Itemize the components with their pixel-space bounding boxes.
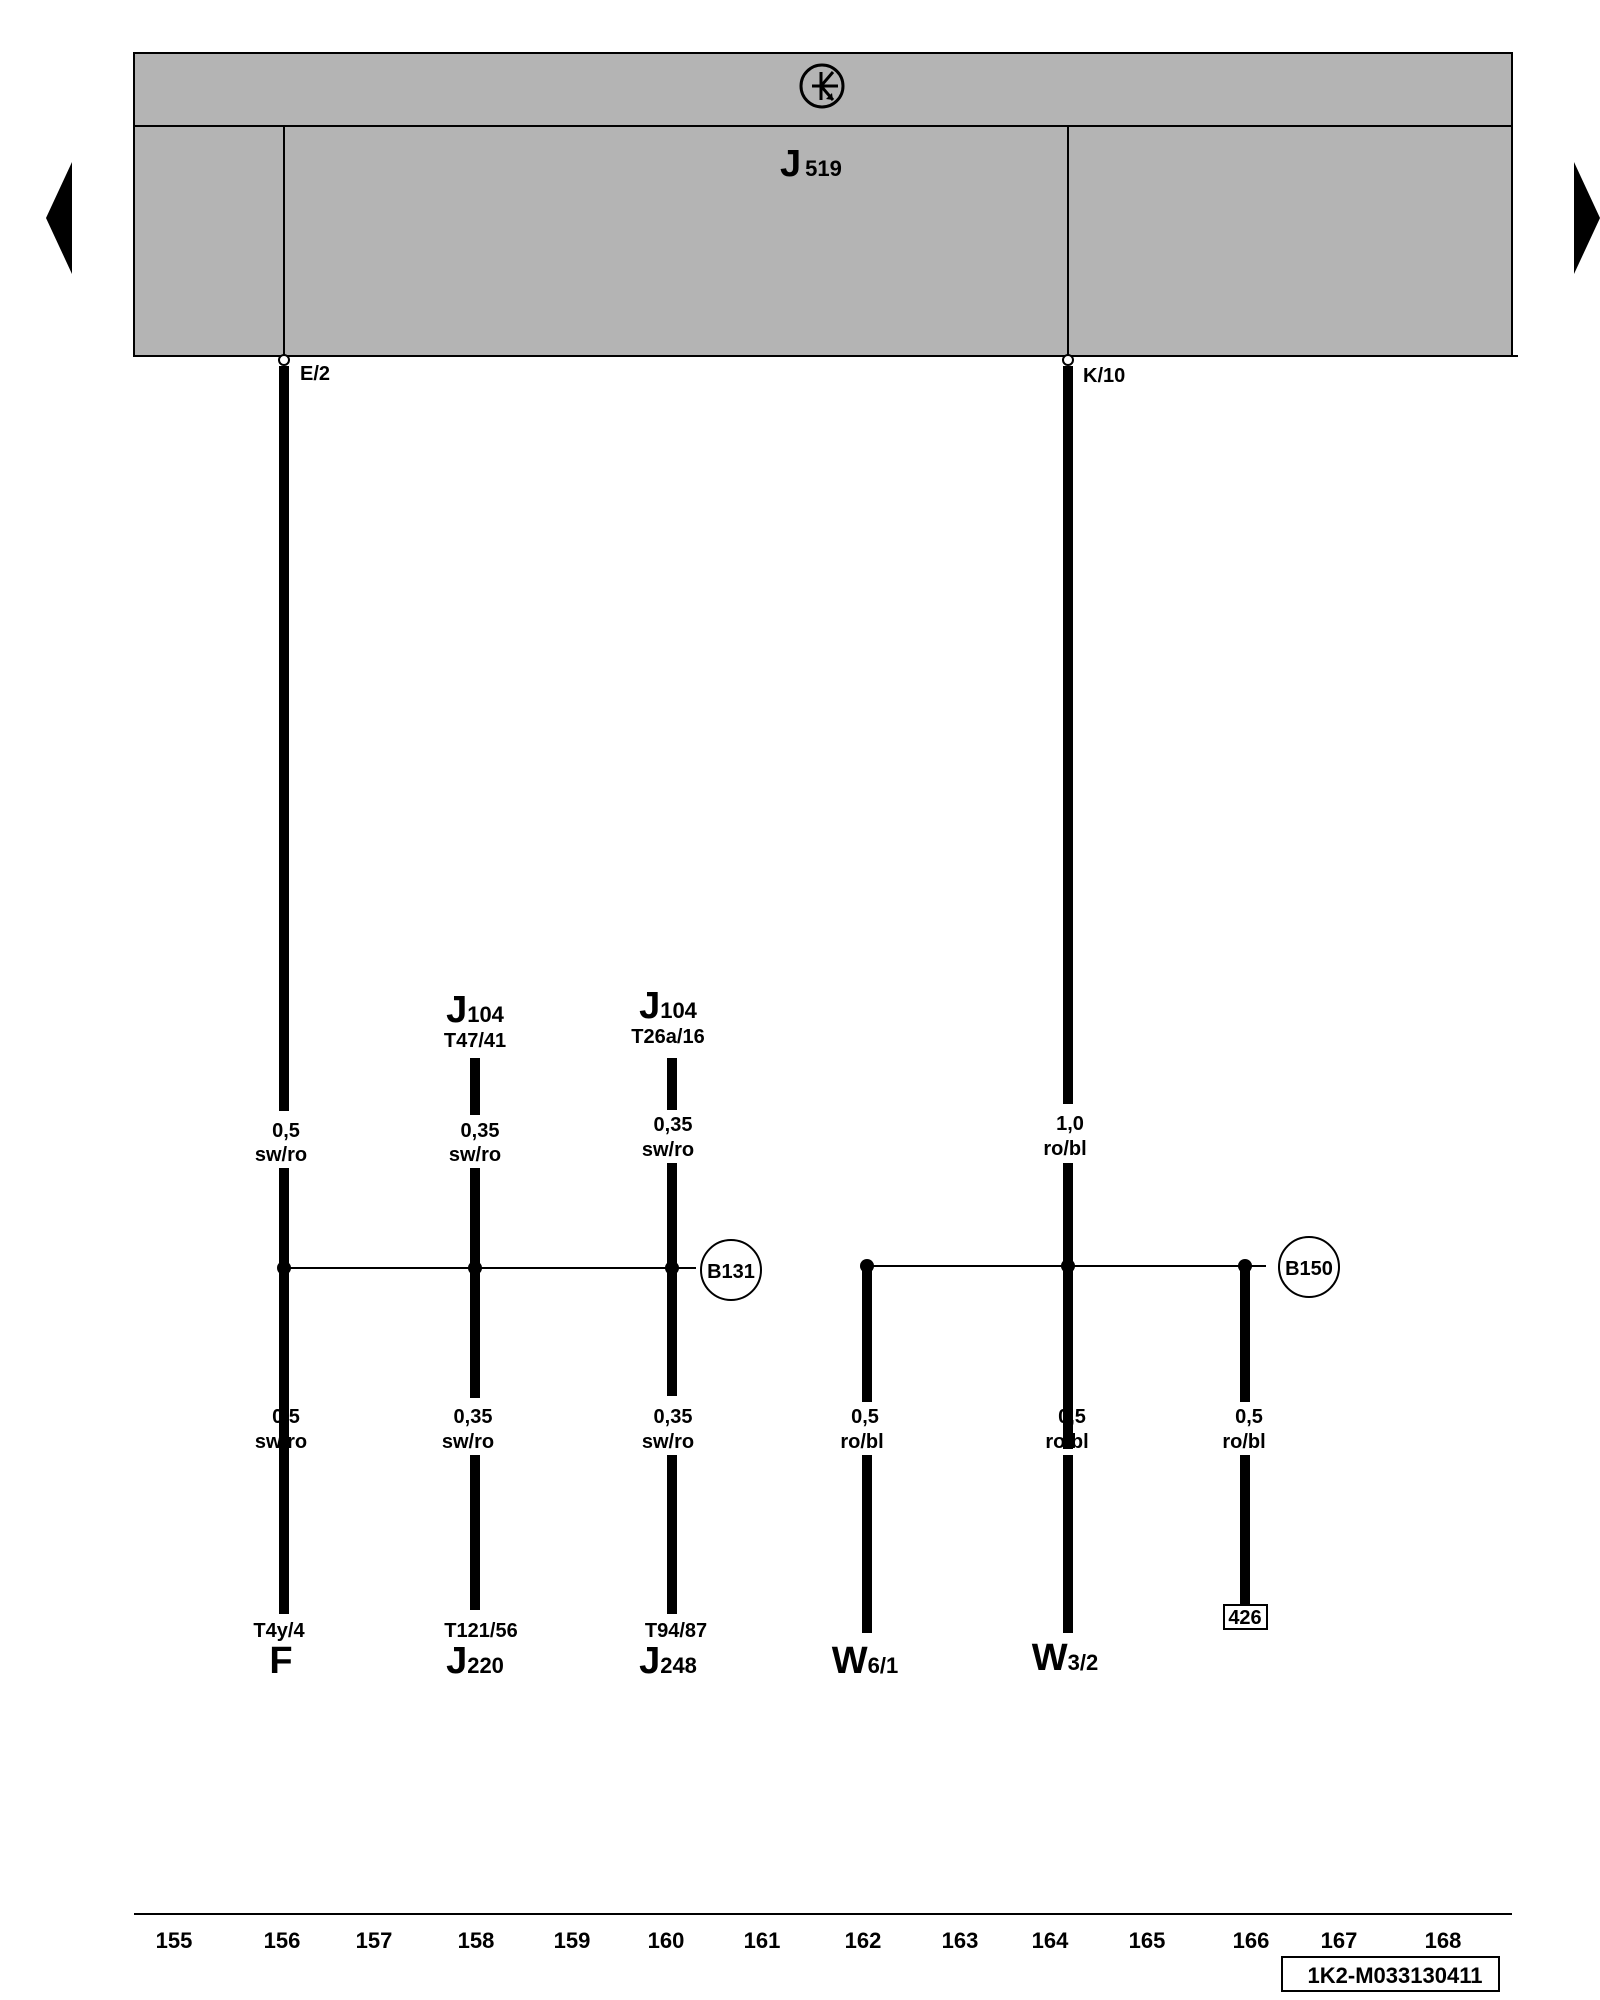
module-letter: J bbox=[780, 143, 801, 185]
ruler-column-number: 160 bbox=[648, 1928, 685, 1953]
wire-color-label: sw/ro bbox=[442, 1431, 494, 1453]
wire-size-label: 0,35 bbox=[654, 1406, 693, 1428]
prev-page-arrow-icon[interactable] bbox=[46, 162, 72, 274]
junction-dot bbox=[860, 1259, 874, 1273]
wire-size-label: 0,5 bbox=[272, 1120, 300, 1142]
component-j248-label: J248 bbox=[639, 1640, 697, 1682]
splice-b150-label: B150 bbox=[1285, 1258, 1333, 1280]
connector-label: T94/87 bbox=[645, 1620, 707, 1642]
wire-size-label: 0,5 bbox=[1058, 1406, 1086, 1428]
ruler-column-number: 166 bbox=[1233, 1928, 1270, 1953]
ruler-column-number: 161 bbox=[744, 1928, 781, 1953]
wire-size-label: 0,35 bbox=[654, 1114, 693, 1136]
ruler-column-number: 156 bbox=[264, 1928, 301, 1953]
wire-size-label: 0,35 bbox=[454, 1406, 493, 1428]
pin-e2-label: E/2 bbox=[300, 363, 330, 385]
connector-label: T26a/16 bbox=[631, 1026, 704, 1048]
ruler-column-number: 165 bbox=[1129, 1928, 1166, 1953]
wire-color-label: ro/bl bbox=[1222, 1431, 1265, 1453]
component-j104-label: J104 bbox=[639, 985, 698, 1027]
document-code-label: 1K2-M033130411 bbox=[1308, 1963, 1483, 1988]
next-page-arrow-icon[interactable] bbox=[1574, 162, 1600, 274]
wire-w3-2-bottom[interactable] bbox=[1063, 1455, 1073, 1633]
component-f-label: F bbox=[269, 1640, 292, 1682]
component-j104-label: J104 bbox=[446, 989, 505, 1031]
document-code-box: 1K2-M033130411 bbox=[1281, 1956, 1500, 1992]
junction-dot bbox=[1238, 1259, 1252, 1273]
component-w6-label: W6/1 bbox=[832, 1640, 898, 1682]
reference-426-box[interactable]: 426 bbox=[1223, 1604, 1268, 1630]
junction-dot bbox=[665, 1261, 679, 1275]
wire-e2-trunk[interactable] bbox=[279, 366, 289, 1454]
wire-color-label: ro/bl bbox=[1045, 1431, 1088, 1453]
ruler-column-number: 168 bbox=[1425, 1928, 1462, 1953]
wire-size-label: 0,5 bbox=[851, 1406, 879, 1428]
wire-color-label: ro/bl bbox=[840, 1431, 883, 1453]
wire-ref-426[interactable] bbox=[1240, 1268, 1250, 1607]
splice-b131-label: B131 bbox=[707, 1261, 755, 1283]
wire-f-bottom[interactable] bbox=[279, 1454, 289, 1614]
ruler-column-number: 164 bbox=[1032, 1928, 1069, 1953]
wire-j248-bottom[interactable] bbox=[667, 1455, 677, 1614]
junction-dot bbox=[468, 1261, 482, 1275]
wire-color-label: sw/ro bbox=[255, 1431, 307, 1453]
reference-426-label: 426 bbox=[1228, 1607, 1261, 1629]
junction-dot bbox=[1061, 1259, 1075, 1273]
wire-size-label: 0,5 bbox=[1235, 1406, 1263, 1428]
pin-k10-terminal-icon bbox=[1062, 354, 1074, 366]
ruler-column-number: 158 bbox=[458, 1928, 495, 1953]
ruler-column-number: 159 bbox=[554, 1928, 591, 1953]
pin-k10-label: K/10 bbox=[1083, 365, 1125, 387]
module-body bbox=[133, 125, 1513, 357]
wire-j220-bottom[interactable] bbox=[470, 1455, 480, 1610]
ruler-column-number: 163 bbox=[942, 1928, 979, 1953]
wire-color-label: sw/ro bbox=[642, 1431, 694, 1453]
ruler-column-number: 167 bbox=[1321, 1928, 1358, 1953]
connector-label: T4y/4 bbox=[253, 1620, 305, 1642]
wire-j104-t47-41[interactable] bbox=[470, 1058, 480, 1398]
wire-size-label: 0,5 bbox=[272, 1406, 300, 1428]
splice-b150[interactable]: B150 bbox=[1278, 1236, 1340, 1298]
wire-j104-t26a-16[interactable] bbox=[667, 1058, 677, 1396]
ruler-column-numbers: 155 156 157 158 159 160 161 162 163 164 165 166 167 1… bbox=[156, 1928, 1462, 1953]
component-w3-label: W3/2 bbox=[1032, 1637, 1098, 1679]
wire-size-label: 0,35 bbox=[461, 1120, 500, 1142]
wire-size-label: 1,0 bbox=[1056, 1113, 1084, 1135]
wire-w6-1[interactable] bbox=[862, 1268, 872, 1633]
wire-color-label: sw/ro bbox=[255, 1144, 307, 1166]
wire-color-label: ro/bl bbox=[1043, 1138, 1086, 1160]
junction-dot bbox=[277, 1261, 291, 1275]
connector-label: T47/41 bbox=[444, 1030, 506, 1052]
connector-label: T121/56 bbox=[444, 1620, 517, 1642]
pin-e2-terminal-icon bbox=[278, 354, 290, 366]
splice-b131[interactable]: B131 bbox=[700, 1239, 762, 1301]
module-number: 519 bbox=[805, 156, 842, 181]
wire-color-label: sw/ro bbox=[642, 1139, 694, 1161]
wire-k10-trunk[interactable] bbox=[1063, 366, 1073, 1449]
transistor-symbol-icon bbox=[799, 63, 845, 109]
wire-color-label: sw/ro bbox=[449, 1144, 501, 1166]
component-j220-label: J220 bbox=[446, 1640, 504, 1682]
ruler-column-number: 162 bbox=[845, 1928, 882, 1953]
ruler-column-number: 157 bbox=[356, 1928, 393, 1953]
ruler-column-number: 155 bbox=[156, 1928, 193, 1953]
